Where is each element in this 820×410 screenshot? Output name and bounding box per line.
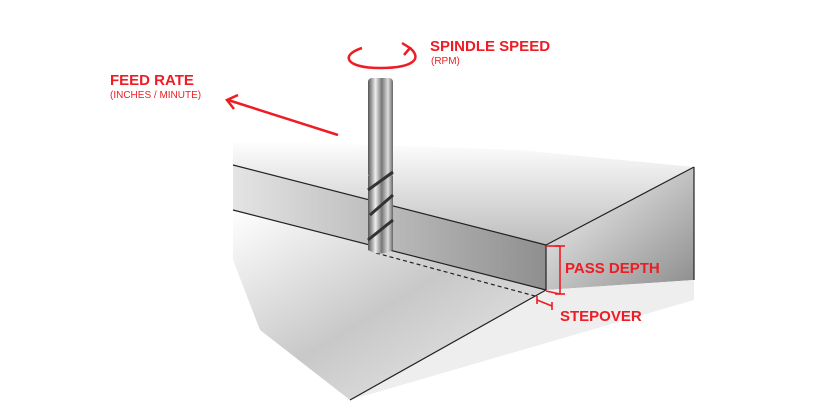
workpiece-right-face: [546, 167, 694, 290]
pass-depth-label: PASS DEPTH: [565, 260, 660, 277]
feed-rate-label: FEED RATE: [110, 72, 194, 89]
dimension-marks: [536, 245, 565, 310]
spindle-speed-label: SPINDLE SPEED: [430, 38, 551, 55]
feed-rate-unit: (INCHES / MINUTE): [110, 90, 202, 101]
feed-direction-arrow-icon: [225, 93, 339, 137]
workpiece-floor: [233, 210, 546, 400]
spindle-speed-unit: (RPM): [431, 56, 460, 67]
stepover-label: STEPOVER: [560, 308, 642, 325]
rotation-arrow-icon: [347, 41, 417, 70]
workpiece-top-surface: [233, 140, 694, 245]
end-mill-tool: [367, 78, 394, 254]
